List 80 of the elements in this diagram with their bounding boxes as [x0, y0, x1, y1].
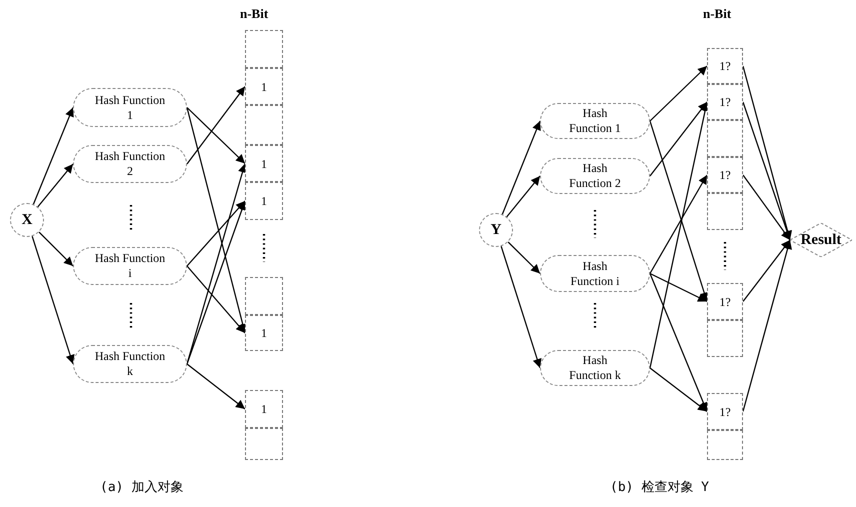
node-label: X — [22, 210, 32, 230]
bit-cell — [707, 120, 743, 157]
bit-value: 1 — [261, 78, 267, 96]
hash-function-box — [540, 350, 650, 386]
arrow — [500, 246, 542, 368]
arrow — [742, 240, 792, 412]
node-label: Y — [490, 220, 502, 240]
arrow — [742, 240, 790, 302]
bit-value: 1 — [261, 401, 267, 418]
arrow — [186, 364, 246, 410]
arrow — [506, 176, 540, 218]
node-label: Result — [800, 230, 842, 250]
arrow — [186, 266, 246, 334]
bit-cell — [707, 320, 743, 357]
hash-function-box — [73, 247, 187, 285]
hash-function-box — [73, 345, 187, 383]
arrow — [742, 174, 790, 240]
arrow — [650, 102, 708, 176]
bit-cell — [707, 393, 743, 430]
hash-function-box — [540, 255, 650, 292]
bit-cell — [245, 105, 283, 145]
bit-cell — [707, 430, 743, 460]
caption: (b) 检查对象 Y — [610, 479, 709, 497]
bit-value: 1 — [261, 156, 267, 172]
arrow — [32, 236, 75, 364]
bit-value: 1? — [719, 58, 731, 75]
bit-cell — [245, 145, 283, 182]
bit-cell — [707, 84, 743, 120]
arrow — [649, 120, 709, 302]
bit-value: 1? — [719, 167, 731, 184]
hash-function-box — [73, 145, 187, 183]
bit-cell — [245, 277, 283, 315]
arrow — [186, 200, 246, 364]
caption: (a) 加入对象 — [100, 479, 184, 497]
node-label: Hash Function i — [569, 258, 620, 288]
node-label: Hash Function 2 — [94, 149, 166, 179]
arrow — [742, 66, 792, 240]
bit-cell — [245, 68, 283, 105]
result-diamond — [790, 223, 852, 257]
arrow — [650, 66, 708, 122]
node-label: Hash Function k — [94, 349, 166, 379]
arrow — [650, 272, 708, 302]
node-label: Hash Function 2 — [568, 161, 622, 191]
bit-value: 1? — [719, 294, 731, 310]
bit-cell — [245, 390, 283, 428]
column-heading: n-Bit — [703, 5, 732, 23]
bit-value: 1 — [261, 193, 267, 210]
bit-value: 1? — [719, 404, 731, 420]
arrow — [38, 232, 74, 266]
node-label: Hash Function 1 — [568, 106, 622, 136]
bit-cell — [245, 315, 283, 351]
arrow — [186, 107, 248, 334]
hash-function-box — [540, 103, 650, 139]
bit-cell — [245, 30, 283, 68]
column-heading: n-Bit — [240, 5, 268, 23]
arrow — [649, 273, 708, 412]
node-label: Hash Function i — [94, 251, 166, 281]
bit-cell — [707, 157, 743, 193]
bit-cell — [707, 283, 743, 320]
bit-value: 1? — [719, 94, 731, 111]
arrow — [32, 107, 74, 204]
arrow — [508, 242, 540, 274]
arrow — [186, 163, 247, 364]
arrow — [649, 174, 708, 274]
arrow — [186, 200, 246, 266]
bit-cell — [245, 428, 283, 460]
node-label: Hash Function 1 — [94, 92, 166, 122]
arrow — [37, 164, 74, 208]
bit-cell — [707, 48, 743, 84]
arrow — [742, 102, 792, 240]
arrow — [650, 368, 708, 412]
arrow — [186, 107, 246, 164]
hash-function-box — [73, 88, 187, 127]
bit-cell — [707, 193, 743, 230]
arrow — [502, 120, 541, 214]
arrow — [186, 86, 246, 164]
bit-value: 1 — [261, 325, 267, 342]
hash-function-box — [540, 158, 650, 194]
node-label: Hash Function k — [568, 353, 622, 383]
bit-cell — [245, 182, 283, 220]
